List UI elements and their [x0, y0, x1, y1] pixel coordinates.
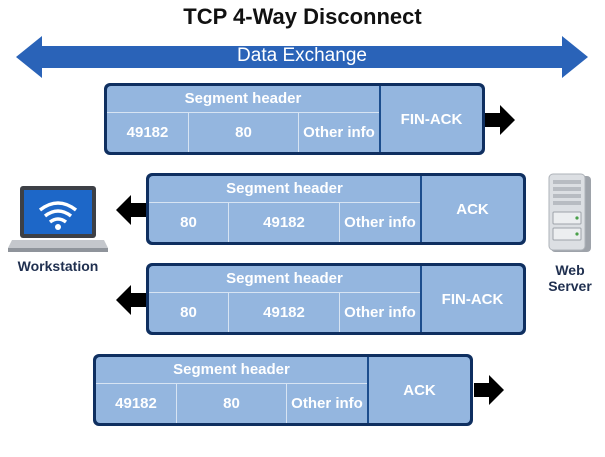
segment-4: Segment header 49182 80 Other info ACK [93, 354, 473, 426]
laptop-icon [8, 186, 108, 252]
double-arrow-icon [16, 36, 588, 78]
dest-port: 80 [189, 113, 299, 152]
segment-2: Segment header 80 49182 Other info ACK [146, 173, 526, 245]
flag-label: FIN-ACK [422, 266, 523, 332]
arrow-left-icon [116, 195, 146, 225]
dest-port: 49182 [229, 293, 340, 332]
source-port: 80 [149, 293, 229, 332]
arrow-right-icon [474, 375, 504, 405]
source-port: 80 [149, 203, 229, 242]
data-exchange-label: Data Exchange [237, 45, 367, 66]
segment-header-box: Segment header 80 49182 Other info [149, 266, 420, 332]
segment-header-box: Segment header 49182 80 Other info [107, 86, 379, 152]
segment-header-title: Segment header [96, 357, 367, 384]
arrow-right-icon [485, 105, 515, 135]
source-port: 49182 [107, 113, 189, 152]
other-info: Other info [344, 304, 416, 321]
workstation-label: Workstation [17, 258, 99, 274]
segment-header-title: Segment header [149, 176, 420, 203]
other-info: Other info [344, 214, 416, 231]
page-title: TCP 4-Way Disconnect [183, 4, 422, 29]
segment-header-box: Segment header 80 49182 Other info [149, 176, 420, 242]
arrow-left-icon [116, 285, 146, 315]
segment-3: Segment header 80 49182 Other info FIN-A… [146, 263, 526, 335]
server-label: Web Server [548, 262, 592, 294]
flag-label: FIN-ACK [381, 86, 482, 152]
source-port: 49182 [96, 384, 177, 423]
segment-header-title: Segment header [149, 266, 420, 293]
dest-port: 49182 [229, 203, 340, 242]
other-info: Other info [303, 124, 375, 141]
dest-port: 80 [177, 384, 287, 423]
data-exchange-arrow: Data Exchange [16, 36, 588, 78]
flag-label: ACK [422, 176, 523, 242]
flag-label: ACK [369, 357, 470, 423]
server-icon [548, 173, 591, 252]
segment-header-title: Segment header [107, 86, 379, 113]
segment-header-box: Segment header 49182 80 Other info [96, 357, 367, 423]
other-info: Other info [291, 395, 363, 412]
segment-1: Segment header 49182 80 Other info FIN-A… [104, 83, 485, 155]
